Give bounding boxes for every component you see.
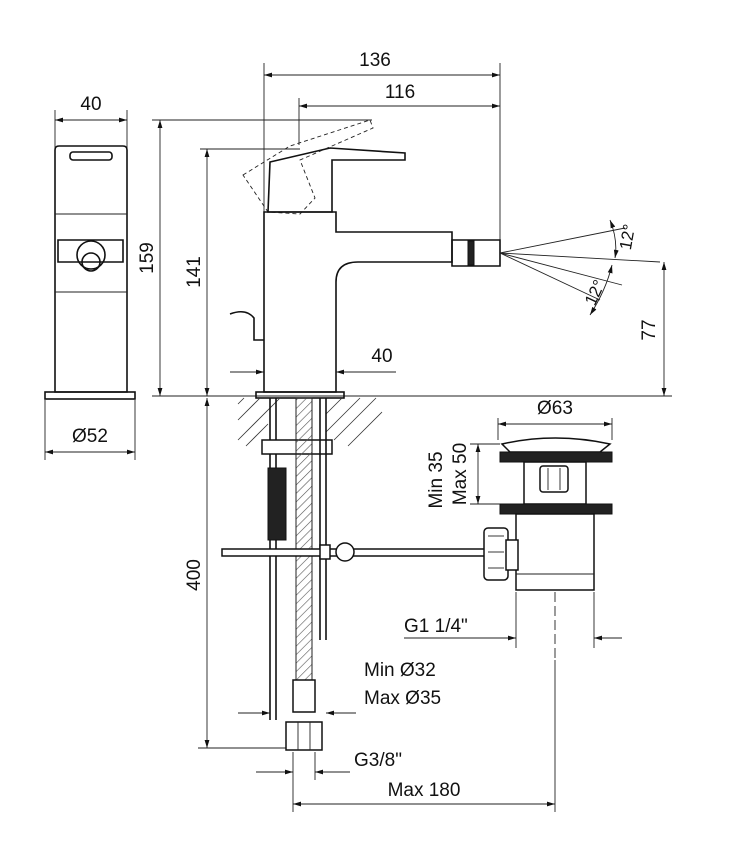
dim-base-diameter: Ø52 [72,426,108,447]
dim-nozzle-height: 77 [639,319,660,340]
countertop-section [237,397,383,447]
dim-plug-max: Max 50 [450,443,471,505]
dim-hole-max: Max Ø35 [364,688,441,709]
dim-hole-min: Min Ø32 [364,660,436,681]
waste-assembly: Ø63 Min 35 Max 50 G1 1/4" [404,398,622,660]
dim-overall-length: 136 [359,50,391,71]
dim-total-height: 159 [137,242,158,274]
dim-spout-reach: 116 [385,82,415,103]
dim-flexible-length: 400 [184,559,205,591]
under-counter: 400 Min Ø32 Max Ø35 G3/8" Max 180 [184,397,556,812]
dim-angle-up: 12° [616,223,639,252]
dim-base-offset: 40 [371,346,392,367]
dim-supply-thread: G3/8" [354,750,402,771]
dim-plug-min: Min 35 [426,451,447,508]
dim-waste-diameter: Ø63 [537,398,573,419]
dim-max-distance: Max 180 [388,780,461,801]
front-view: 136 116 159 141 12° 12° 77 [137,50,672,399]
dim-waste-thread: G1 1/4" [404,616,468,637]
dim-body-height: 141 [184,256,205,288]
dim-angle-down: 12° [581,277,609,308]
side-view: 40 Ø52 [44,94,136,460]
dim-side-width: 40 [80,94,101,115]
